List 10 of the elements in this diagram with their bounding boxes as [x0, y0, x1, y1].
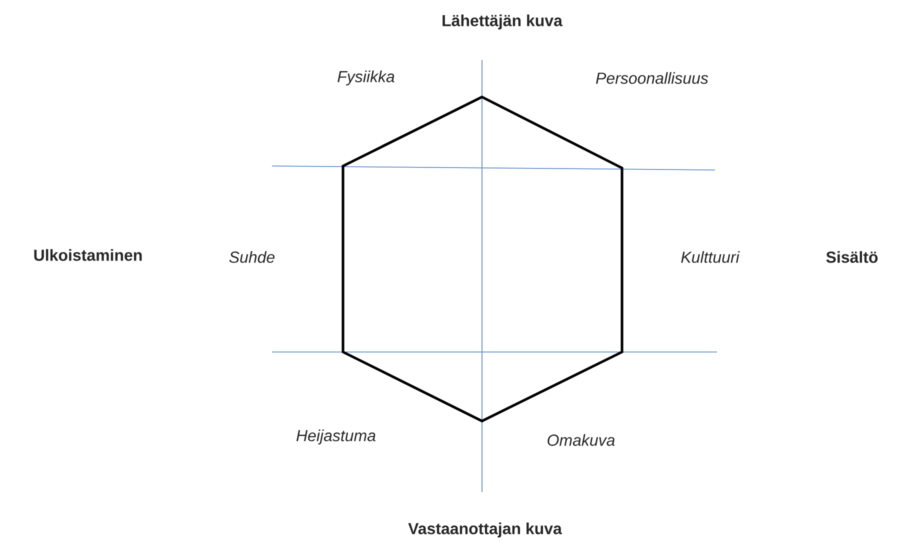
heading: Lähettäjän kuva [442, 14, 563, 30]
heading: Vastaanottajan kuva [408, 522, 562, 538]
facet-label: Heijastuma [296, 430, 376, 444]
facet-label: Persoonallisuus [596, 72, 708, 84]
facet-label: Omakuva [548, 434, 615, 446]
facet-label: Kulttuuri [681, 251, 740, 263]
heading: Sisältö [826, 251, 878, 263]
facet-label: Fysiikka [338, 70, 394, 86]
facet-label: Suhde [229, 251, 275, 263]
heading: Ulkoistaminen [34, 249, 142, 261]
